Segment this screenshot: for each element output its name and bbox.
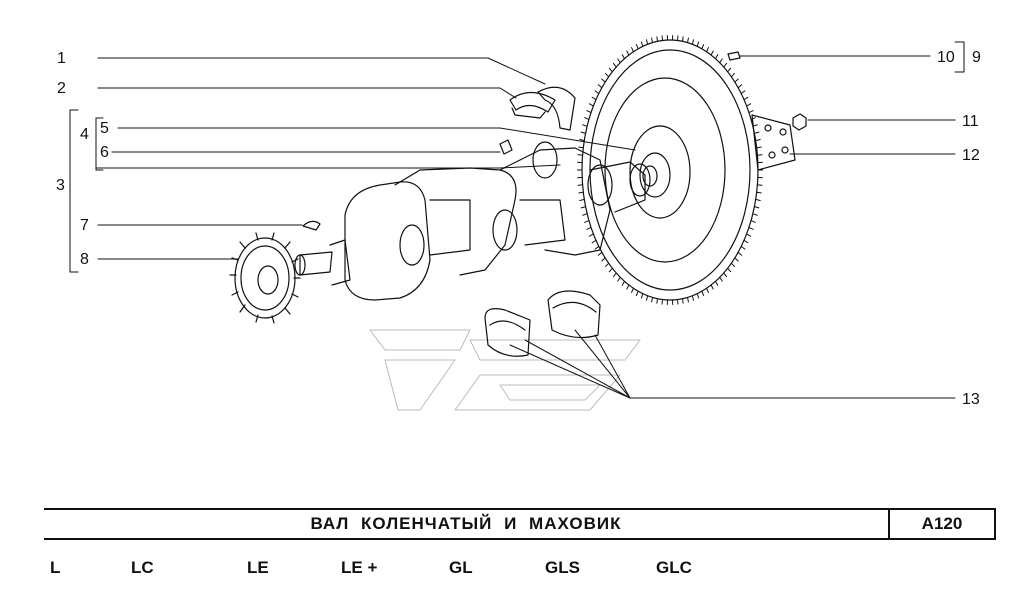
callout-5: 5 — [100, 120, 109, 137]
model-lc: LC — [131, 558, 154, 577]
ring-gear-teeth — [577, 35, 763, 305]
main-bearing-shells — [484, 290, 601, 357]
flywheel-bolt-plate — [751, 114, 796, 171]
gear-tooth-set — [577, 35, 763, 305]
callout-3: 3 — [56, 177, 65, 194]
model-le-plus: LE + — [341, 558, 378, 577]
model-glc: GLC — [656, 558, 692, 577]
watermark-logo — [369, 329, 641, 411]
model-gl: GL — [449, 558, 473, 577]
callout-4: 4 — [80, 126, 89, 143]
callout-2: 2 — [57, 80, 66, 97]
model-le: LE — [247, 558, 269, 577]
callout-8: 8 — [80, 251, 89, 268]
thrust-half-rings — [509, 86, 576, 131]
timing-sprocket — [229, 232, 301, 324]
callout-11: 11 — [962, 113, 979, 130]
woodruff-key — [302, 220, 321, 231]
model-l: L — [50, 558, 61, 577]
page-title: ВАЛ КОЛЕНЧАТЫЙ И МАХОВИК — [310, 514, 622, 533]
model-list: L LC LE LE + GL GLS GLC — [0, 555, 1023, 581]
callout-7: 7 — [80, 217, 89, 234]
title-block: ВАЛ КОЛЕНЧАТЫЙ И МАХОВИК A120 — [44, 508, 996, 540]
catalog-code: A120 — [921, 514, 963, 533]
leader-lines — [69, 41, 965, 399]
callout-6: 6 — [100, 144, 109, 161]
crankshaft-flywheel-diagram: 1 2 3 4 5 6 7 8 9 10 11 12 13 — [56, 35, 981, 411]
callout-12: 12 — [962, 147, 980, 164]
pilot-bushing — [499, 139, 513, 155]
crankshaft — [294, 141, 651, 301]
callout-13: 13 — [962, 391, 980, 408]
callout-10: 10 — [937, 49, 955, 66]
callout-labels: 1 2 3 4 5 6 7 8 9 10 11 12 13 — [56, 49, 981, 408]
flywheel-bolt — [792, 113, 807, 131]
title-right-edge — [994, 508, 996, 540]
model-gls: GLS — [545, 558, 580, 577]
callout-1: 1 — [57, 50, 66, 67]
dowel-pin — [727, 51, 741, 61]
callout-9: 9 — [972, 49, 981, 66]
title-divider — [888, 508, 890, 540]
